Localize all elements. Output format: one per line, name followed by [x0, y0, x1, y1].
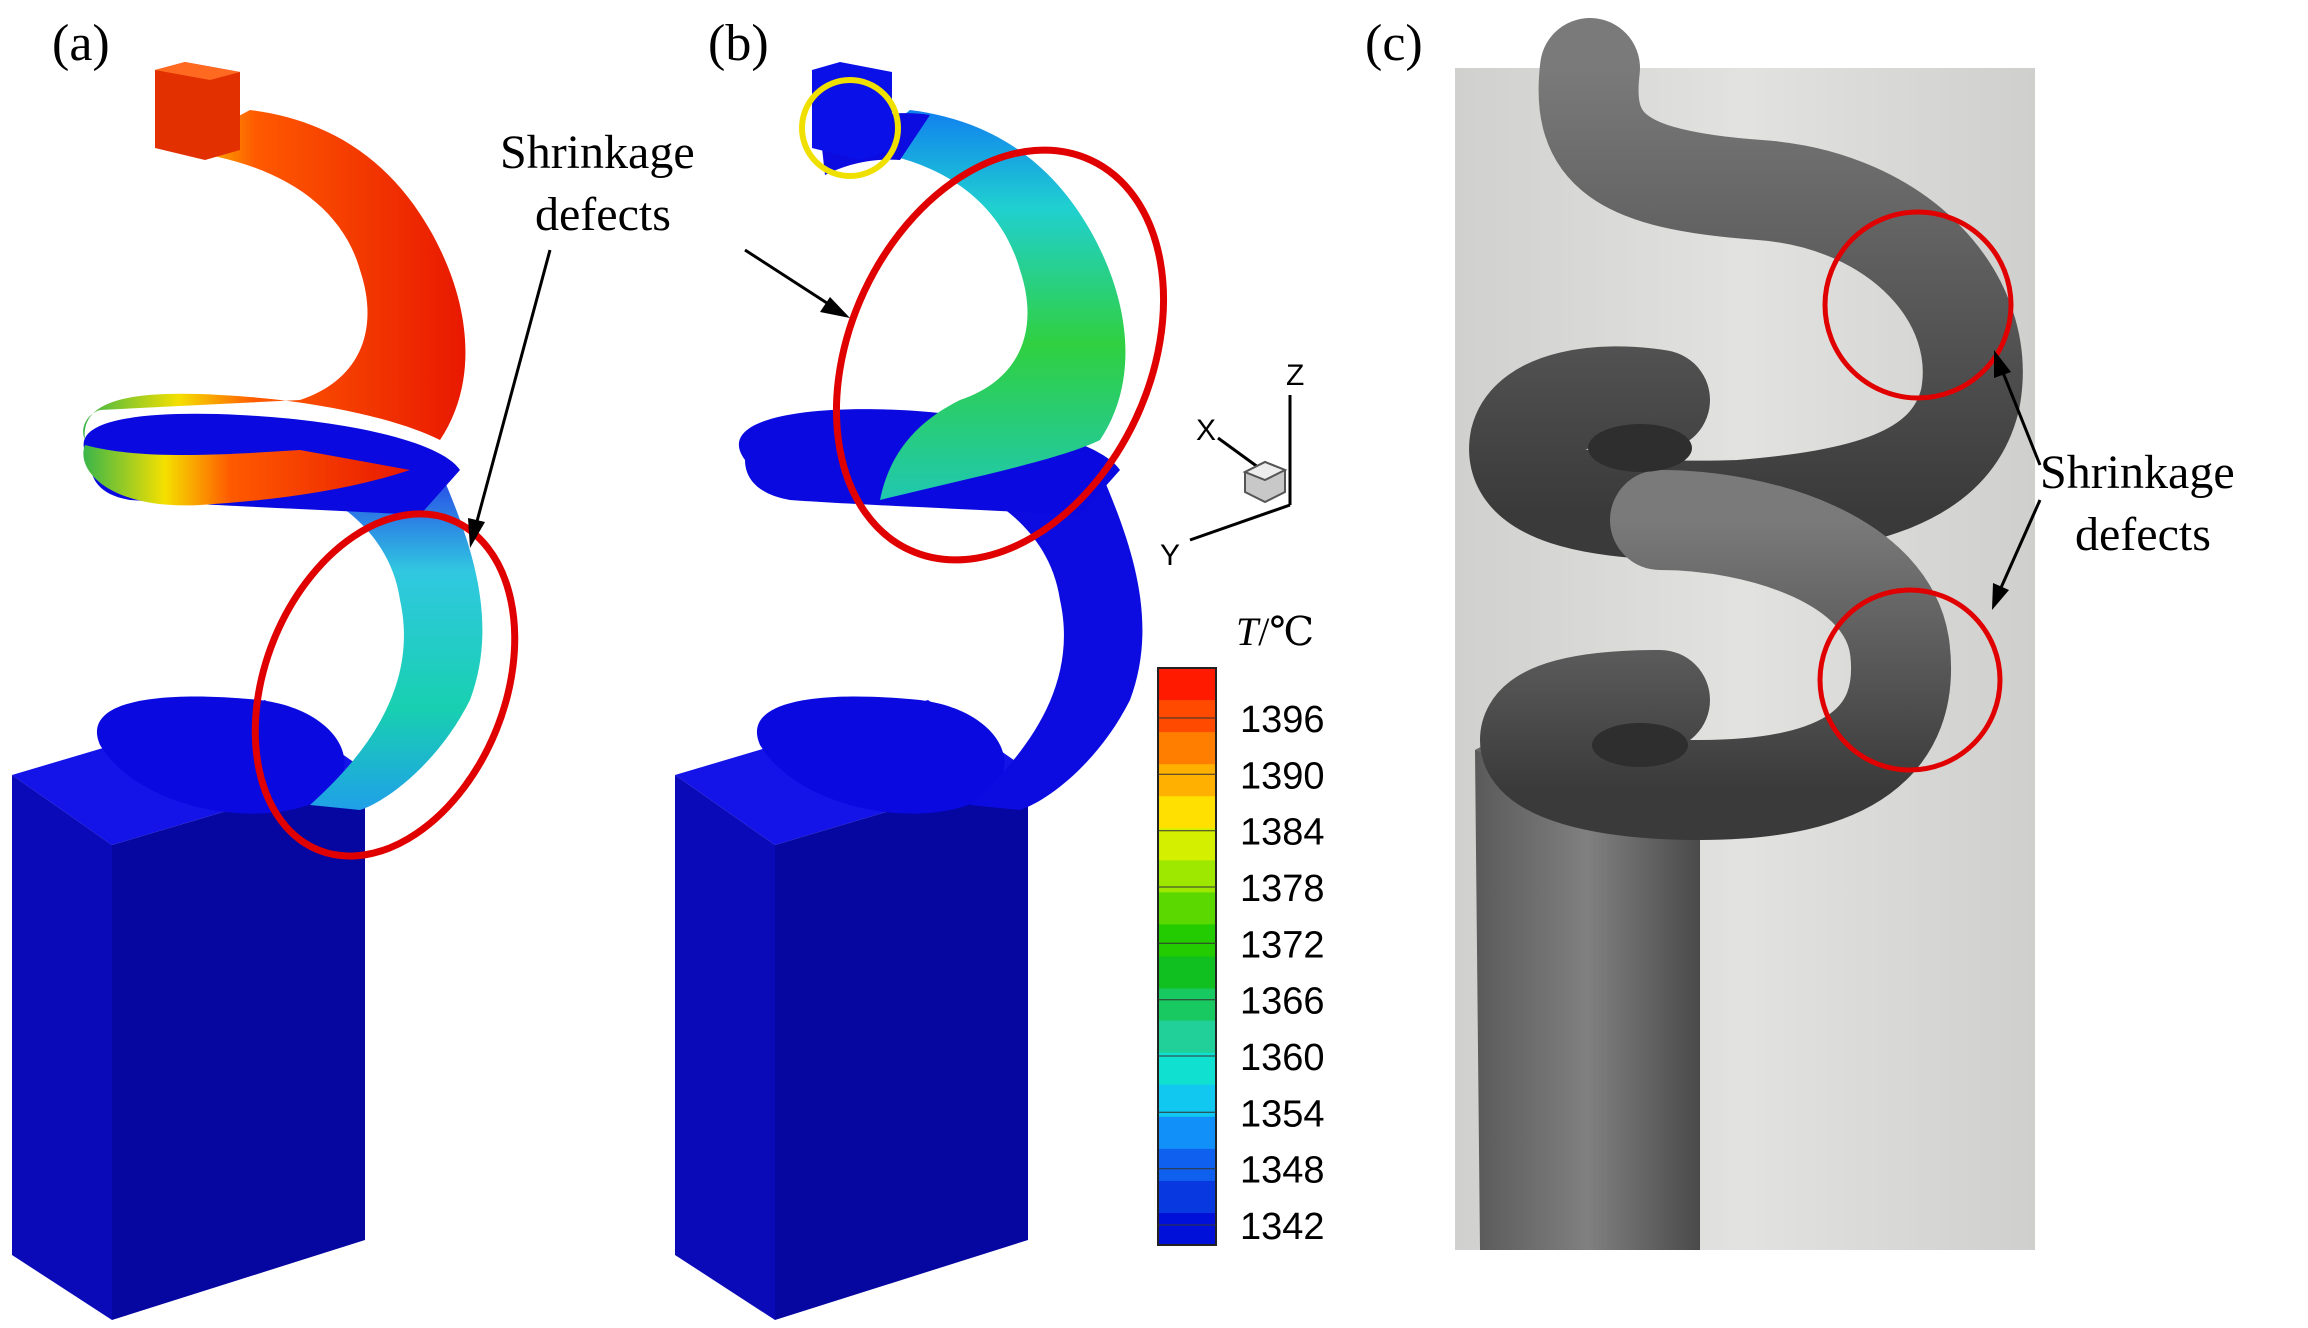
photo-coil-lower — [1479, 470, 1952, 841]
legend-swatch — [1158, 1052, 1216, 1086]
axis-z-label: Z — [1286, 359, 1304, 392]
base-block-left — [675, 775, 775, 1320]
legend-tick-label: 1372 — [1240, 924, 1325, 966]
legend-tick-label: 1378 — [1240, 868, 1325, 910]
legend-border — [1157, 667, 1217, 1246]
annotation-b-arrow — [744, 248, 831, 307]
legend-title-unit: /℃ — [1258, 609, 1314, 654]
svg-text:T/℃: T/℃ — [1236, 609, 1314, 654]
color-legend: T/℃ 1396 1390 1384 1378 1372 1366 1360 1354 1348… — [1157, 609, 1325, 1248]
coil-hot-segment — [83, 110, 466, 440]
base-block-right — [112, 770, 365, 1320]
legend-tick-label: 1396 — [1240, 699, 1325, 741]
legend-color-bar — [1157, 667, 1217, 1246]
legend-tick-label: 1366 — [1240, 981, 1325, 1023]
legend-tick-label: 1354 — [1240, 1093, 1325, 1135]
annotation-c-arrow-lower — [1998, 499, 2042, 591]
panel-a-label: (a) — [52, 15, 110, 72]
riser-block — [155, 62, 240, 160]
legend-swatch — [1158, 796, 1216, 829]
legend-swatch — [1158, 828, 1216, 861]
base-block-left — [12, 775, 112, 1320]
photo-coil-upper — [1469, 18, 2023, 561]
panel-a: (a) Shrinkage defects — [12, 15, 695, 1320]
legend-title-var: T — [1236, 609, 1261, 654]
legend-swatch — [1158, 860, 1216, 893]
panel-c: (c) Shrinkage defects — [1365, 15, 2235, 1250]
legend-swatch — [1158, 668, 1216, 701]
annotation-c-line2: defects — [2075, 508, 2211, 561]
coil-lower-rise — [970, 470, 1143, 810]
legend-swatch — [1158, 1148, 1216, 1182]
panel-b: (b) Z X Y — [675, 15, 1325, 1320]
legend-swatch — [1158, 1212, 1216, 1246]
coil-cool-segment — [310, 470, 483, 810]
coil-cooled-segment — [860, 110, 1126, 500]
legend-swatch — [1158, 1116, 1216, 1150]
coil-lower-ring — [756, 696, 1005, 814]
legend-tick-label: 1348 — [1240, 1150, 1325, 1192]
legend-tick-label: 1342 — [1240, 1206, 1325, 1248]
legend-ticks: 1396 1390 1384 1378 1372 1366 1360 1354 1348 1342 — [1158, 699, 1325, 1248]
defect-highlight-c-lower — [1817, 587, 2003, 773]
legend-swatch — [1158, 924, 1216, 958]
legend-tick-label: 1360 — [1240, 1037, 1325, 1079]
legend-swatch — [1158, 988, 1216, 1022]
base-block-right — [775, 770, 1028, 1320]
legend-swatch — [1158, 1180, 1216, 1214]
annotation-a-line1: Shrinkage — [500, 126, 695, 179]
legend-swatch — [1158, 732, 1216, 765]
annotation-c-arrow-upper — [2000, 369, 2042, 466]
legend-swatch — [1158, 1020, 1216, 1054]
panel-c-label: (c) — [1365, 15, 1423, 72]
riser-block — [812, 62, 892, 160]
marker-circle — [799, 77, 901, 179]
defect-highlight-a — [251, 510, 519, 860]
legend-swatch — [1158, 700, 1216, 733]
legend-swatch — [1158, 956, 1216, 990]
defect-highlight-c-upper — [1822, 209, 2014, 401]
panel-b-label: (b) — [708, 15, 769, 72]
coil-lower-ring — [96, 696, 345, 814]
defect-highlight-b — [832, 146, 1168, 564]
legend-swatch — [1158, 764, 1216, 797]
annotation-c-line1: Shrinkage — [2040, 446, 2235, 499]
legend-tick-label: 1390 — [1240, 755, 1325, 797]
annotation-a-line2: defects — [535, 188, 671, 241]
legend-swatch — [1158, 892, 1216, 926]
axis-x-label: X — [1196, 414, 1216, 447]
axis-y-label: Y — [1160, 539, 1180, 572]
axes-triad: Z X Y — [1160, 359, 1304, 572]
coil-hot-lower — [83, 445, 410, 506]
legend-tick-label: 1384 — [1240, 812, 1325, 854]
annotation-a-arrow — [474, 249, 552, 526]
